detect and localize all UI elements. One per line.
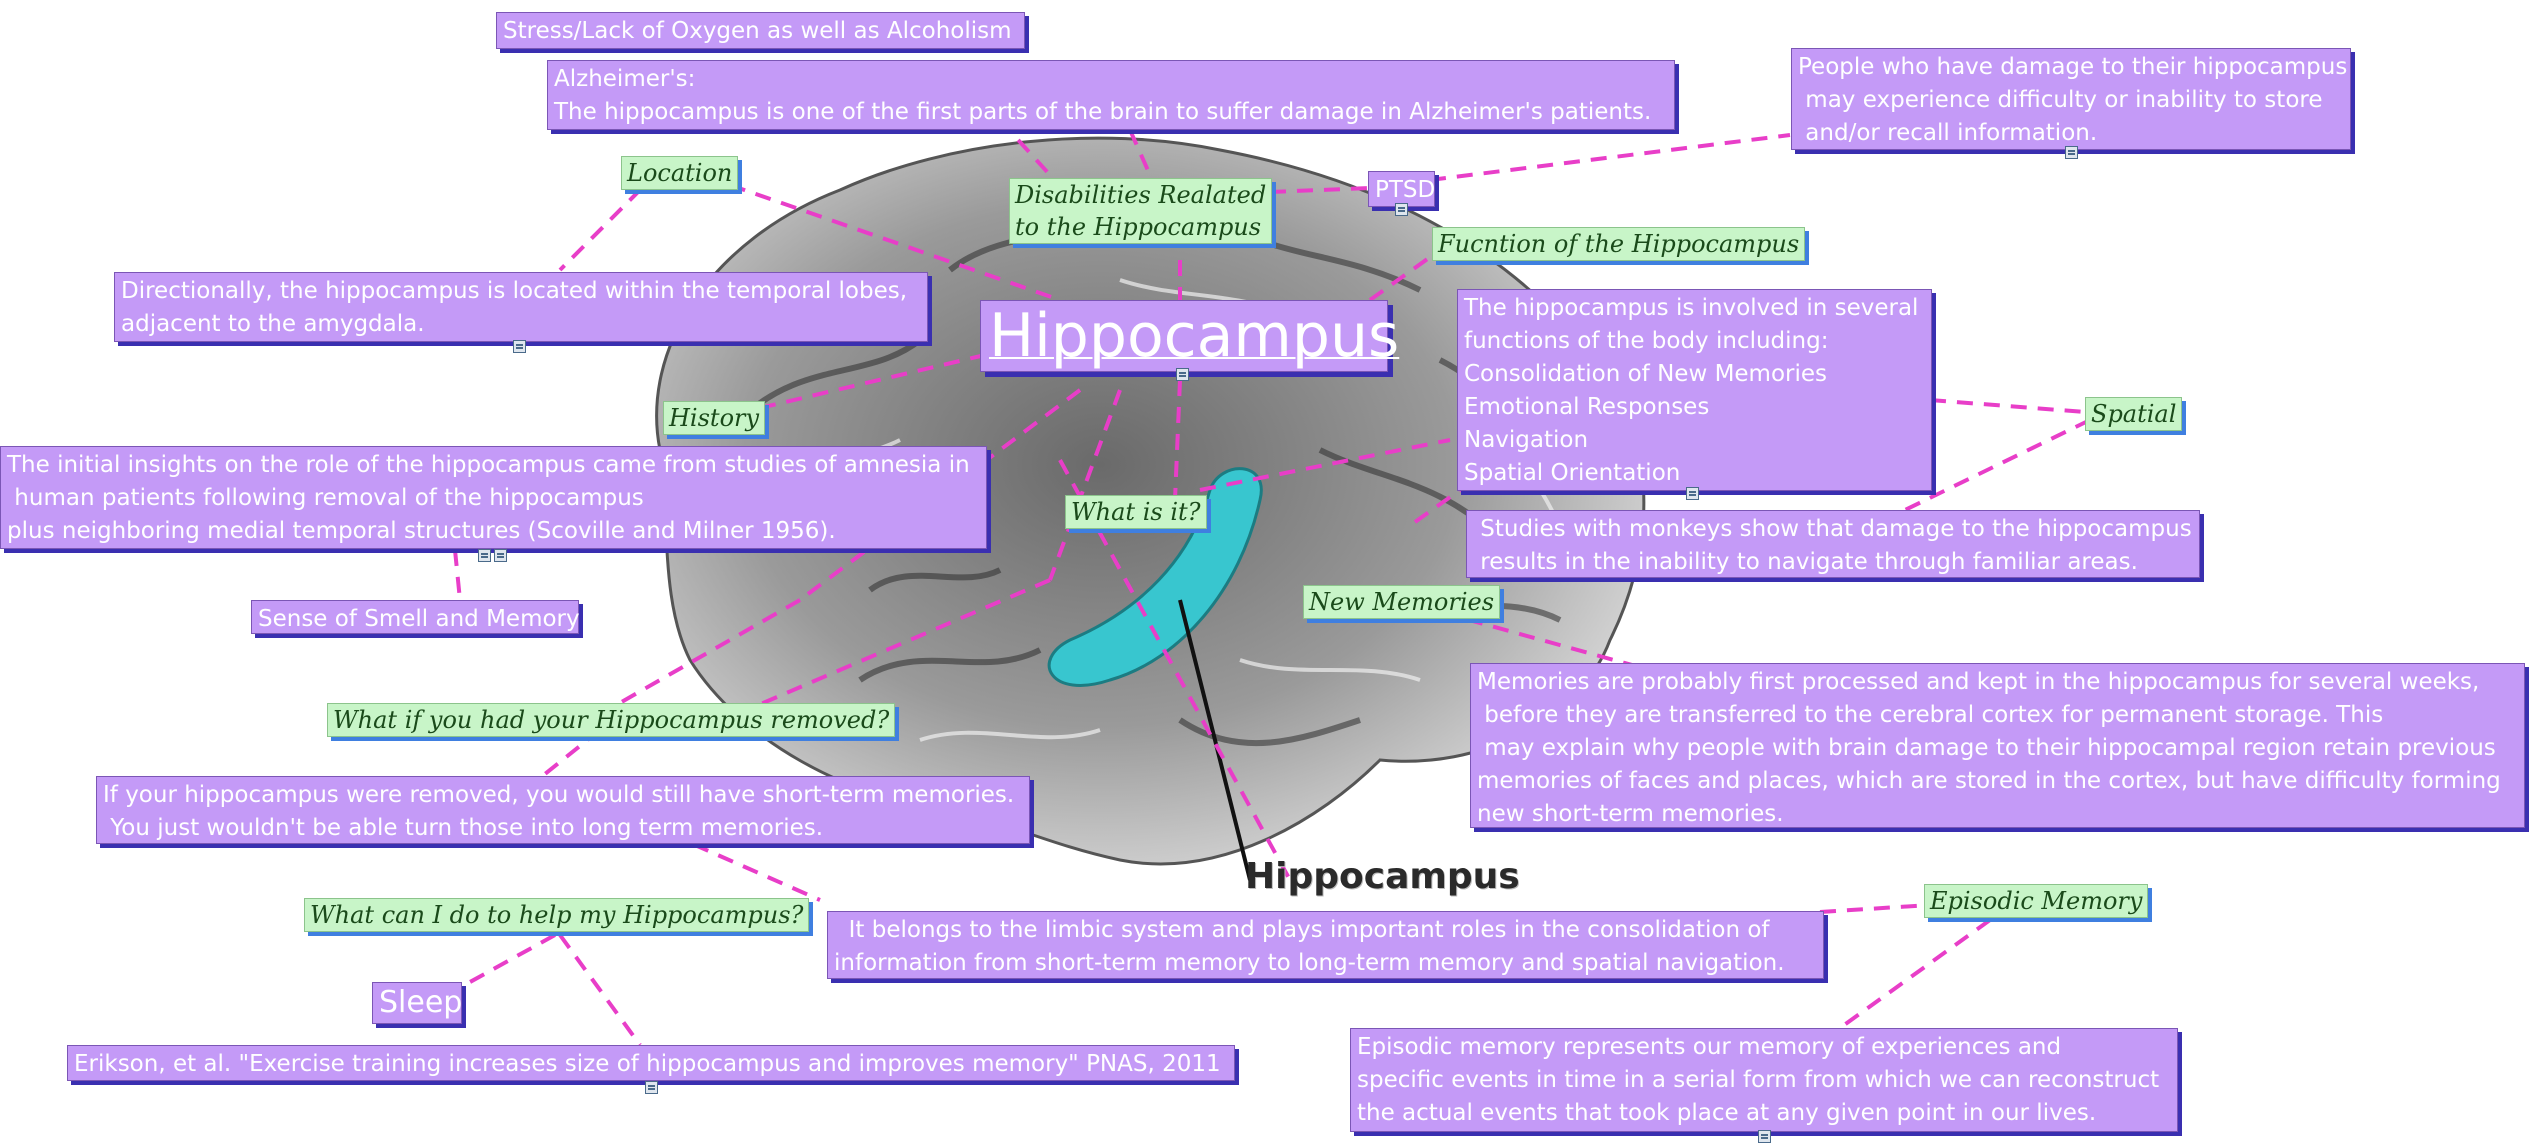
tag-location[interactable]: Location (621, 156, 739, 190)
memories-box[interactable]: Memories are probably first processed an… (1470, 663, 2525, 828)
tag-function[interactable]: Fucntion of the Hippocampus (1432, 227, 1806, 261)
stress-box[interactable]: Stress/Lack of Oxygen as well as Alcohol… (496, 12, 1025, 49)
monkeys-box[interactable]: Studies with monkeys show that damage to… (1466, 510, 2200, 578)
note-icon[interactable] (478, 549, 491, 562)
note-icon[interactable] (513, 340, 526, 353)
note-icon[interactable] (1176, 368, 1189, 381)
note-icon[interactable] (1758, 1130, 1771, 1143)
limbic-box[interactable]: It belongs to the limbic system and play… (827, 911, 1824, 979)
ptsd-box[interactable]: PTSD (1368, 171, 1435, 207)
tag-new-memories[interactable]: New Memories (1303, 585, 1501, 619)
tag-help[interactable]: What can I do to help my Hippocampus? (304, 898, 810, 932)
removed-box[interactable]: If your hippocampus were removed, you wo… (96, 776, 1030, 844)
note-icon[interactable] (645, 1081, 658, 1094)
note-icon[interactable] (1395, 203, 1408, 216)
erikson-box[interactable]: Erikson, et al. "Exercise training incre… (67, 1045, 1235, 1081)
sleep-box[interactable]: Sleep (372, 982, 462, 1024)
tag-episodic[interactable]: Episodic Memory (1924, 884, 2149, 918)
note-icon[interactable] (1686, 487, 1699, 500)
tag-history[interactable]: History (663, 401, 766, 435)
episodic-box[interactable]: Episodic memory represents our memory of… (1350, 1028, 2178, 1132)
location-box[interactable]: Directionally, the hippocampus is locate… (114, 272, 928, 342)
note-icon[interactable] (2065, 146, 2078, 159)
image-caption: Hippocampus (1245, 856, 1520, 897)
alzheimers-box[interactable]: Alzheimer's: The hippocampus is one of t… (547, 60, 1675, 130)
note-icon[interactable] (494, 549, 507, 562)
tag-spatial[interactable]: Spatial (2085, 397, 2183, 431)
history-box[interactable]: The initial insights on the role of the … (0, 446, 987, 549)
damage-box[interactable]: People who have damage to their hippocam… (1791, 48, 2351, 150)
central-topic[interactable]: Hippocampus (980, 300, 1399, 372)
tag-removed[interactable]: What if you had your Hippocampus removed… (327, 703, 896, 737)
functions-box[interactable]: The hippocampus is involved in several f… (1457, 289, 1932, 491)
tag-disabilities[interactable]: Disabilities Realated to the Hippocampus (1009, 178, 1273, 244)
smell-box[interactable]: Sense of Smell and Memory (251, 600, 580, 634)
tag-what-is-it[interactable]: What is it? (1065, 495, 1207, 529)
